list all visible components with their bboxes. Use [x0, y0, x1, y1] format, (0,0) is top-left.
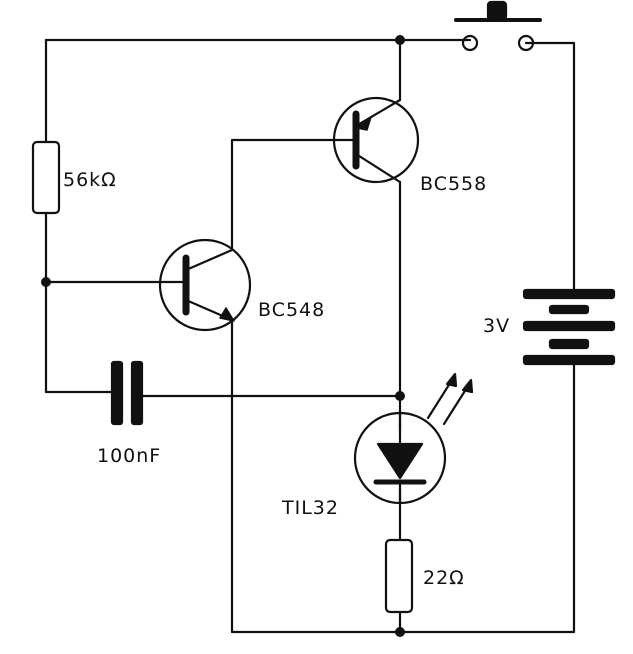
label-battery-3v: 3V [483, 315, 510, 337]
label-r2-22r: 22Ω [423, 567, 465, 589]
label-led-til32: TIL32 [281, 497, 339, 519]
junction-dots [41, 35, 405, 637]
bc548-emitter-arrow [219, 307, 235, 322]
wire-switch-to-battery [524, 41, 576, 294]
bc558-emitter-arrow [356, 116, 372, 131]
transistor-bc558-symbol [332, 96, 420, 184]
label-capacitor-100nf: 100nF [97, 445, 161, 467]
label-q2-bc548: BC548 [258, 299, 325, 321]
wire-q2-emitter [230, 318, 576, 634]
label-r1-56k: 56kΩ [63, 169, 117, 191]
push-button-switch-symbol [454, 0, 542, 52]
led-til32-symbol [353, 372, 474, 505]
capacitor-100nf-symbol [110, 360, 144, 426]
resistor-22r-symbol [384, 538, 414, 614]
wire-left-lower [44, 211, 114, 394]
wire-q1-base [230, 138, 358, 252]
battery-3v-symbol [522, 288, 616, 366]
label-q1-bc558: BC558 [420, 173, 487, 195]
resistor-56k-symbol [31, 140, 61, 215]
transistor-bc548-symbol [158, 238, 252, 332]
